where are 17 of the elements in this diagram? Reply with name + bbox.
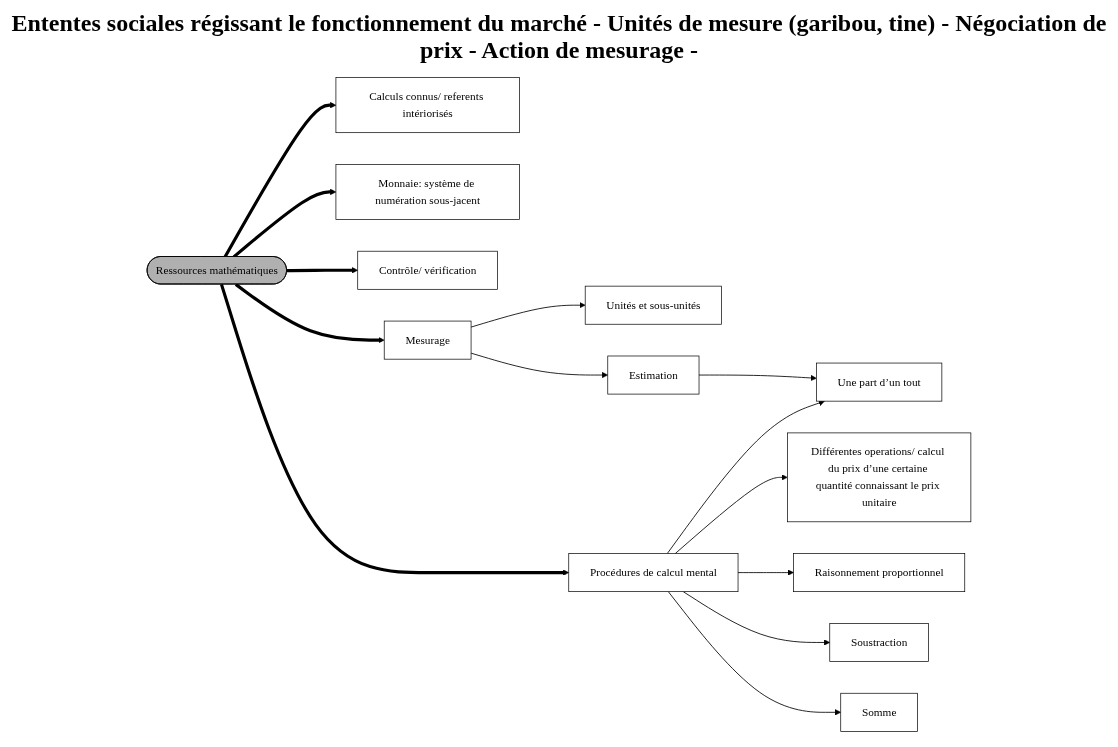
arrow (219, 283, 570, 576)
arrow (234, 283, 385, 344)
node-box: Somme (840, 692, 918, 732)
node-box: Procédures de calcul mental (568, 553, 739, 592)
node-box: Unités et sous-unités (584, 285, 722, 325)
node-box: Soustraction (829, 623, 929, 662)
arrow (223, 102, 337, 258)
node-box: Monnaie: système de numération sous-jacent (335, 164, 520, 220)
node-box: Une part d’un tout (816, 362, 943, 402)
node-box: Calculs connus/ referents intériorisés (335, 77, 520, 134)
node-box: Contrôle/ vérification (357, 250, 498, 290)
node-box: Mesurage (383, 320, 472, 360)
ring-text: Ententes sociales régissant le fonctionnement du marché - Unités de mesure (garibou, tine) - Négociation de prix - Action de mesurage - (10, 10, 1108, 64)
arrow (286, 267, 358, 274)
node-box: Différentes operations/ calcul du prix d’une certaine quantité connaissant le prix unitaire (787, 432, 972, 523)
node-box: Estimation (607, 355, 700, 395)
node-box: Raisonnement proportionnel (793, 553, 966, 592)
